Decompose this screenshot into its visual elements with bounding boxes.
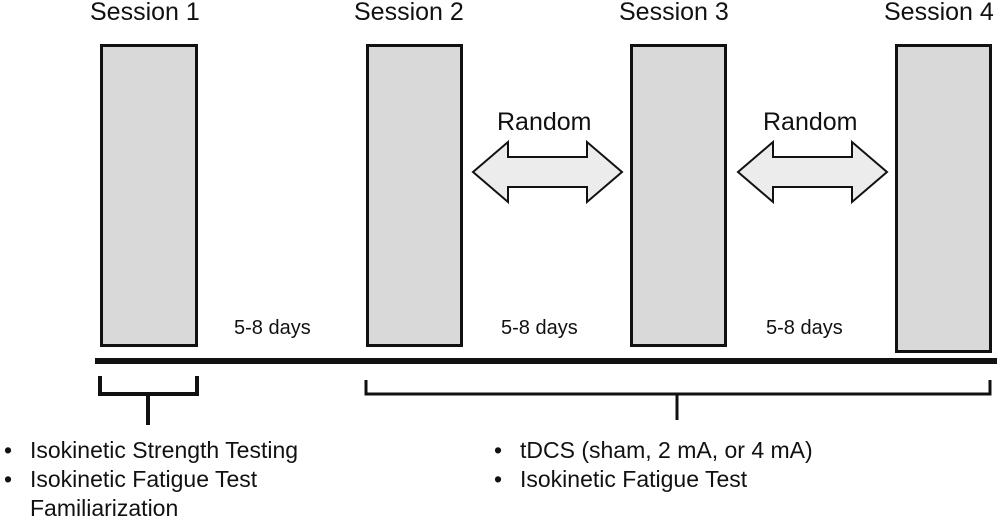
interval-2-label: 5-8 days bbox=[501, 317, 578, 339]
list-item-text: Isokinetic Fatigue Test bbox=[30, 466, 258, 492]
double-arrow-icon bbox=[736, 139, 889, 205]
bullet: • bbox=[4, 437, 13, 463]
sessions-2-4-brace bbox=[364, 380, 992, 396]
bullet: • bbox=[4, 466, 13, 492]
session-4-box bbox=[895, 44, 992, 353]
random-label-1: Random bbox=[497, 108, 592, 136]
sessions-2-4-procedures: • tDCS (sham, 2 mA, or 4 mA) • Isokineti… bbox=[494, 436, 813, 494]
session-4-label: Session 4 bbox=[884, 0, 994, 26]
interval-1-label: 5-8 days bbox=[234, 317, 311, 339]
list-item-text: Isokinetic Fatigue Test bbox=[520, 466, 748, 492]
double-arrow-icon bbox=[471, 139, 624, 205]
session-2-box bbox=[366, 44, 463, 347]
bullet: • bbox=[494, 437, 503, 463]
list-item: • tDCS (sham, 2 mA, or 4 mA) bbox=[494, 436, 813, 465]
list-item-text: tDCS (sham, 2 mA, or 4 mA) bbox=[520, 437, 813, 463]
list-item: • Isokinetic Fatigue Test bbox=[4, 465, 298, 494]
session-1-procedures: • Isokinetic Strength Testing • Isokinet… bbox=[4, 436, 298, 523]
session-3-box bbox=[630, 44, 727, 347]
session-2-label: Session 2 bbox=[354, 0, 464, 26]
bullet: • bbox=[494, 466, 503, 492]
session-1-box bbox=[100, 44, 198, 347]
list-item: • Isokinetic Strength Testing bbox=[4, 436, 298, 465]
session-3-label: Session 3 bbox=[619, 0, 729, 26]
list-item: • Isokinetic Fatigue Test bbox=[494, 465, 813, 494]
list-item-continuation: Familiarization bbox=[4, 494, 298, 523]
list-item-text: Familiarization bbox=[30, 495, 179, 521]
random-label-2: Random bbox=[763, 108, 858, 136]
list-item-text: Isokinetic Strength Testing bbox=[30, 437, 299, 463]
session-1-brace bbox=[98, 376, 199, 396]
session-1-label: Session 1 bbox=[90, 0, 200, 26]
interval-3-label: 5-8 days bbox=[766, 317, 843, 339]
